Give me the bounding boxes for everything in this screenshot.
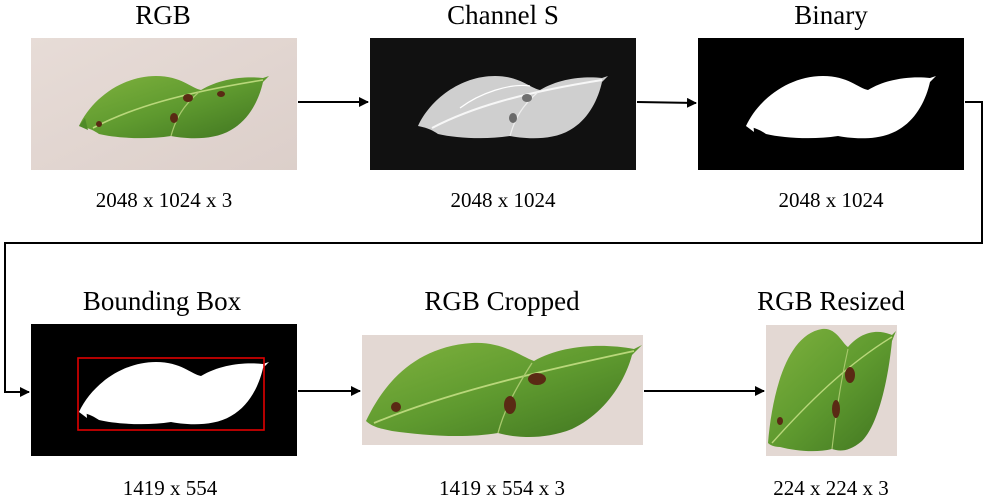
stage-dims-channel-s: 2048 x 1024 bbox=[450, 188, 556, 212]
arrow-channel-s-to-binary bbox=[636, 97, 697, 108]
channel-s-image bbox=[370, 38, 636, 170]
stage-title-bounding-box: Bounding Box bbox=[82, 286, 242, 316]
stage-dims-rgb: 2048 x 1024 x 3 bbox=[95, 188, 233, 212]
rgb-cropped-image bbox=[362, 335, 643, 445]
rgb-resized-image bbox=[766, 325, 897, 456]
stage-title-binary: Binary bbox=[794, 0, 868, 30]
rgb-image bbox=[31, 38, 297, 170]
stage-dims-rgb-resized: 224 x 224 x 3 bbox=[773, 476, 889, 500]
stage-title-rgb: RGB bbox=[135, 0, 191, 30]
stage-dims-rgb-cropped: 1419 x 554 x 3 bbox=[439, 476, 565, 500]
stage-dims-bounding-box: 1419 x 554 bbox=[122, 476, 218, 500]
stage-title-rgb-cropped: RGB Cropped bbox=[424, 286, 580, 316]
stage-dims-binary: 2048 x 1024 bbox=[778, 188, 884, 212]
stage-title-channel-s: Channel S bbox=[447, 0, 559, 30]
stage-title-rgb-resized: RGB Resized bbox=[757, 286, 905, 316]
bounding-box-image bbox=[31, 324, 297, 456]
binary-image bbox=[698, 38, 964, 170]
